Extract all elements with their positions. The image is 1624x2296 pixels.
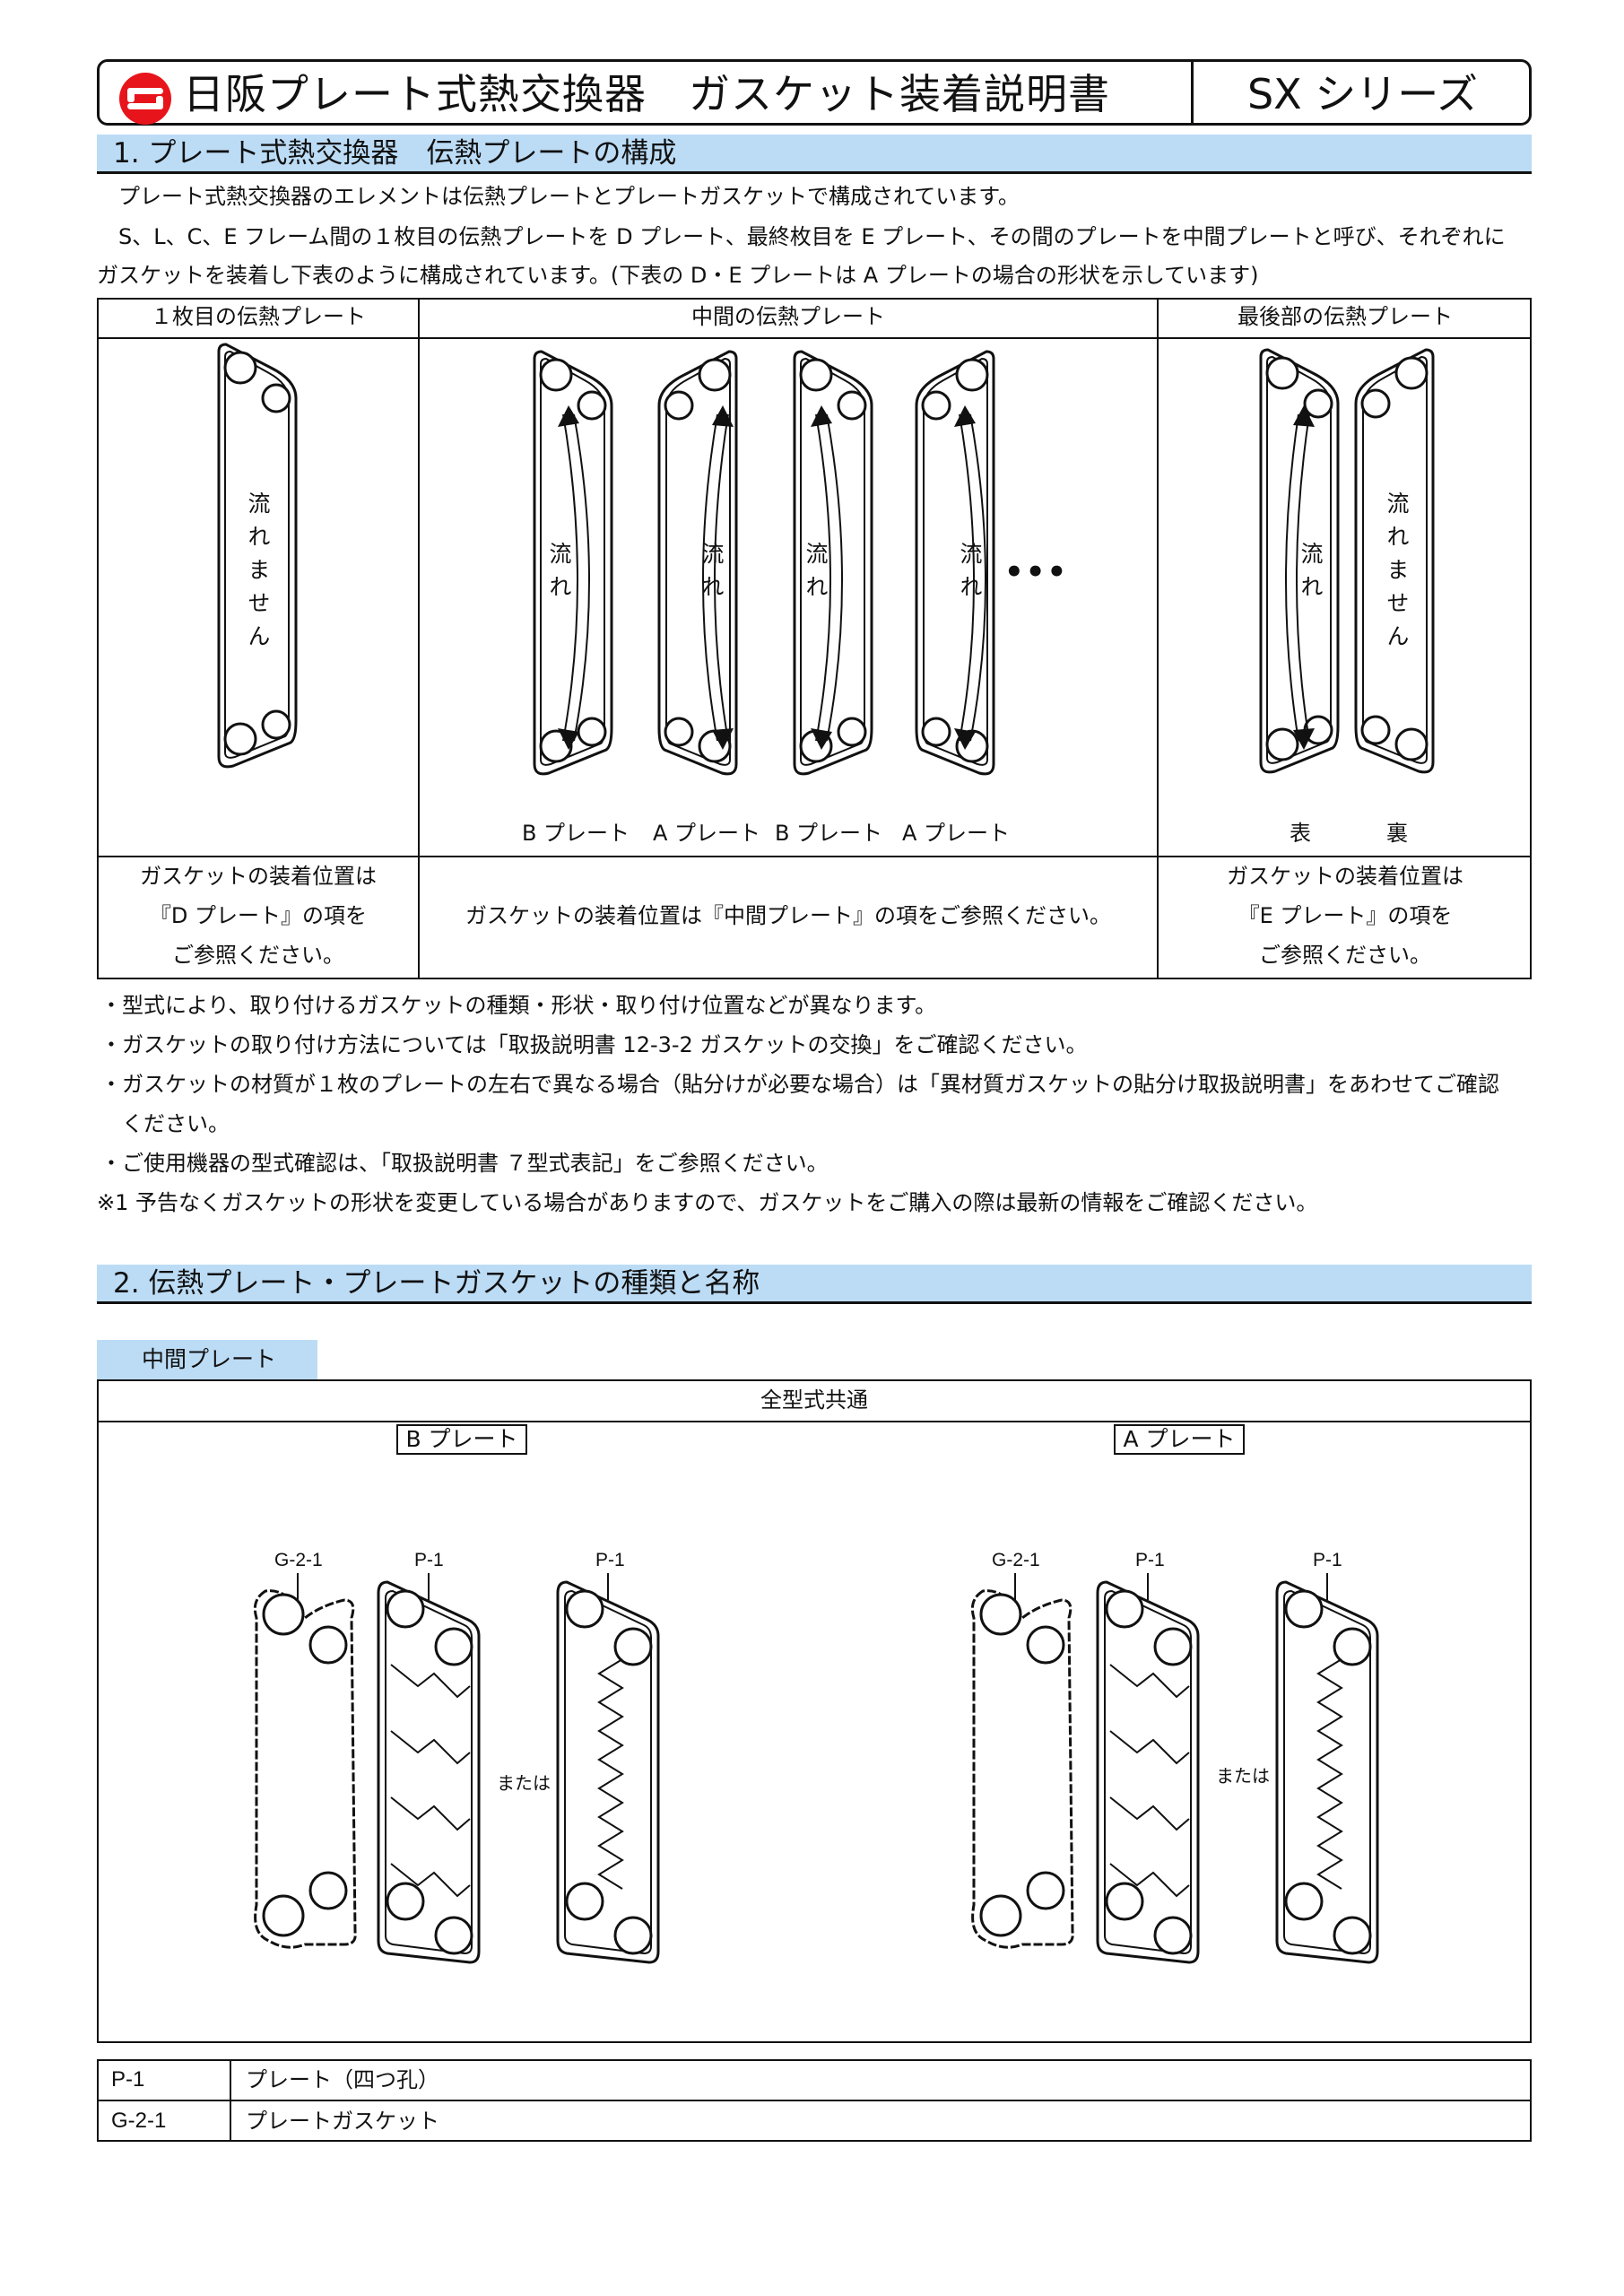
plate-tag: P-1 [1313, 1550, 1342, 1570]
composition-table [97, 298, 1532, 979]
middle-plate-label: B プレート [521, 821, 630, 846]
first-note-line: 『D プレート』の項を [149, 903, 368, 928]
flow-label: 流れ [803, 542, 829, 608]
note-bullet: ・ご使用機器の型式確認は、「取扱説明書 ７型式表記」をご参照ください。 [100, 1151, 829, 1176]
middle-plate-label: B プレート [774, 821, 883, 846]
part-code: P-1 [111, 2067, 145, 2092]
common-label: 全型式共通 [760, 1387, 868, 1413]
note-disclaimer: ※1 予告なくガスケットの形状を変更している場合がありますので、ガスケットをご購… [97, 1190, 1318, 1215]
note-bullet: ・ガスケットの取り付け方法については「取扱説明書 12-3-2 ガスケットの交換… [100, 1032, 1088, 1057]
panel-divider [97, 1421, 1532, 1422]
note-bullet: ください。 [100, 1111, 230, 1136]
section1-heading: 1. プレート式熱交換器 伝熱プレートの構成 [97, 135, 1532, 174]
part-code: G-2-1 [111, 2109, 167, 2133]
last-plate-front-label: 表 [1290, 821, 1311, 846]
flow-label: 流れ [699, 542, 725, 608]
intro-line-3: ガスケットを装着し下表のように構成されています。(下表の D・E プレートは A… [97, 263, 1259, 288]
flow-none-label: 流れません [1384, 491, 1410, 657]
note-bullet: ・ガスケットの材質が１枚のプレートの左右で異なる場合（貼分けが必要な場合）は「異… [100, 1072, 1499, 1097]
first-note-line: ガスケットの装着位置は [140, 864, 377, 889]
header-first-plate: １枚目の伝熱プレート [151, 304, 366, 329]
flow-label: 流れ [546, 542, 572, 608]
middle-note: ガスケットの装着位置は『中間プレート』の項をご参照ください。 [465, 903, 1111, 928]
note-bullet: ・型式により、取り付けるガスケットの種類・形状・取り付け位置などが異なります。 [100, 993, 937, 1018]
last-note-line: ガスケットの装着位置は [1227, 864, 1463, 889]
intro-line-2: S、L、C、E フレーム間の１枚目の伝熱プレートを D プレート、最終枚目を E… [118, 224, 1506, 249]
middle-plate-tab: 中間プレート [97, 1340, 317, 1379]
gasket-tag: G-2-1 [992, 1550, 1040, 1570]
last-plate-back-label: 裏 [1386, 821, 1408, 846]
hisaka-logo [119, 73, 171, 125]
b-plate-label: B プレート [396, 1424, 527, 1455]
part-name: プレートガスケット [246, 2109, 439, 2134]
document-title: 日阪プレート式熱交換器 ガスケット装着説明書 [183, 70, 1110, 118]
title-divider [1191, 59, 1194, 126]
middle-plate-panel [97, 1379, 1532, 2043]
section2-heading: 2. 伝熱プレート・プレートガスケットの種類と名称 [97, 1265, 1532, 1304]
gasket-tag: G-2-1 [274, 1550, 323, 1570]
flow-label: 流れ [957, 542, 983, 608]
middle-plate-label: A プレート [652, 821, 761, 846]
part-name: プレート（四つ孔） [246, 2067, 439, 2092]
plate-tag: P-1 [595, 1550, 625, 1570]
or-label: または [497, 1772, 551, 1794]
flow-none-label: 流れません [245, 491, 271, 657]
more-plates-ellipsis: ••• [1004, 554, 1069, 590]
last-note-line: 『E プレート』の項を [1238, 903, 1453, 928]
parts-col-divider [230, 2059, 231, 2142]
header-middle-plates: 中間の伝熱プレート [691, 304, 885, 329]
series-name: SX シリーズ [1246, 70, 1479, 118]
parts-row-divider [97, 2100, 1532, 2101]
table-col-divider [418, 298, 420, 979]
plate-diagrams-section1 [217, 343, 1435, 776]
intro-line-1: プレート式熱交換器のエレメントは伝熱プレートとプレートガスケットで構成されていま… [118, 184, 1020, 209]
last-note-line: ご参照ください。 [1259, 943, 1431, 968]
middle-plate-label: A プレート [901, 821, 1011, 846]
table-row-divider [97, 856, 1532, 857]
header-last-plate: 最後部の伝熱プレート [1238, 304, 1453, 329]
plate-tag: P-1 [1135, 1550, 1165, 1570]
a-plate-label: A プレート [1114, 1424, 1245, 1455]
table-col-divider [1157, 298, 1159, 979]
flow-label: 流れ [1298, 542, 1324, 608]
or-label: または [1216, 1765, 1270, 1787]
first-note-line: ご参照ください。 [172, 943, 344, 968]
plate-tag: P-1 [414, 1550, 444, 1570]
table-row-divider [97, 337, 1532, 339]
title-bar [97, 59, 1532, 126]
